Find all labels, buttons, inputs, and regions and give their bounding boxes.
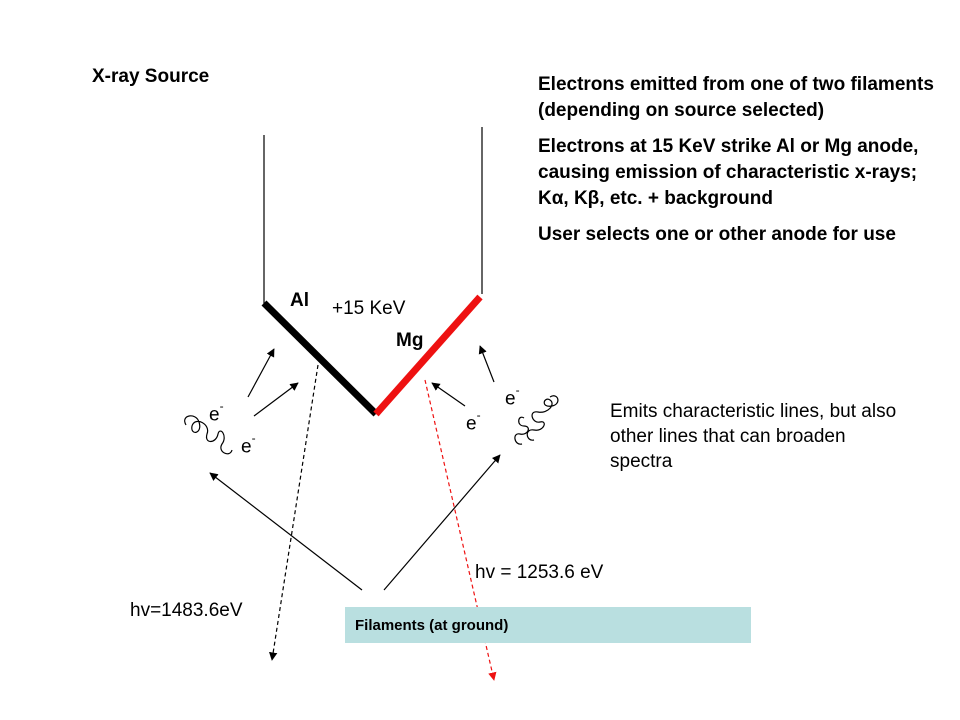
electron-squiggle [514, 416, 529, 445]
electron-symbol: e [209, 404, 220, 426]
anode-voltage-label: +15 KeV [332, 298, 406, 319]
electron-charge: - [251, 431, 256, 445]
electron-label: e- [241, 431, 256, 458]
electron-symbol: e [505, 388, 516, 410]
al-anode [261, 300, 379, 417]
electron-charge: - [515, 383, 520, 397]
mg-xray-ray [424, 379, 497, 681]
explanation-notes: Electrons emitted from one of two filame… [538, 72, 948, 258]
electron-label: e- [505, 383, 520, 410]
electron-arrow [478, 345, 495, 383]
electron-label: e- [466, 408, 481, 435]
al-emission-energy: hv=1483.6eV [130, 600, 243, 621]
electron-arrow [253, 382, 299, 417]
electron-label: e- [209, 399, 224, 426]
electron-arrow [247, 348, 275, 398]
note-filaments: Electrons emitted from one of two filame… [538, 74, 934, 121]
al-anode-label: Al [290, 290, 309, 311]
electron-symbol: e [241, 436, 252, 458]
electron-squiggle [184, 415, 233, 455]
electron-charge: - [219, 399, 224, 413]
electron-charge: - [476, 408, 481, 422]
diagram-title: X-ray Source [92, 66, 210, 87]
filaments-label: Filaments (at ground) [355, 617, 509, 634]
note-anode-selection: User selects one or other anode for use [538, 224, 896, 245]
electron-squiggle [526, 395, 559, 441]
mg-emission-energy: hv = 1253.6 eV [475, 562, 604, 583]
spectra-broadening-note: Emits characteristic lines, but also oth… [610, 401, 897, 472]
mg-anode-label: Mg [396, 330, 424, 351]
filament-electron-path-left [209, 472, 363, 591]
mg-anode [373, 294, 483, 417]
filament-electron-path-right [383, 454, 501, 591]
electron-symbol: e [466, 413, 477, 435]
al-xray-ray [269, 364, 319, 661]
electron-arrow [431, 382, 466, 407]
filaments-box: Filaments (at ground) [345, 607, 751, 643]
note-anode-emission: Electrons at 15 KeV strike Al or Mg anod… [538, 136, 919, 209]
